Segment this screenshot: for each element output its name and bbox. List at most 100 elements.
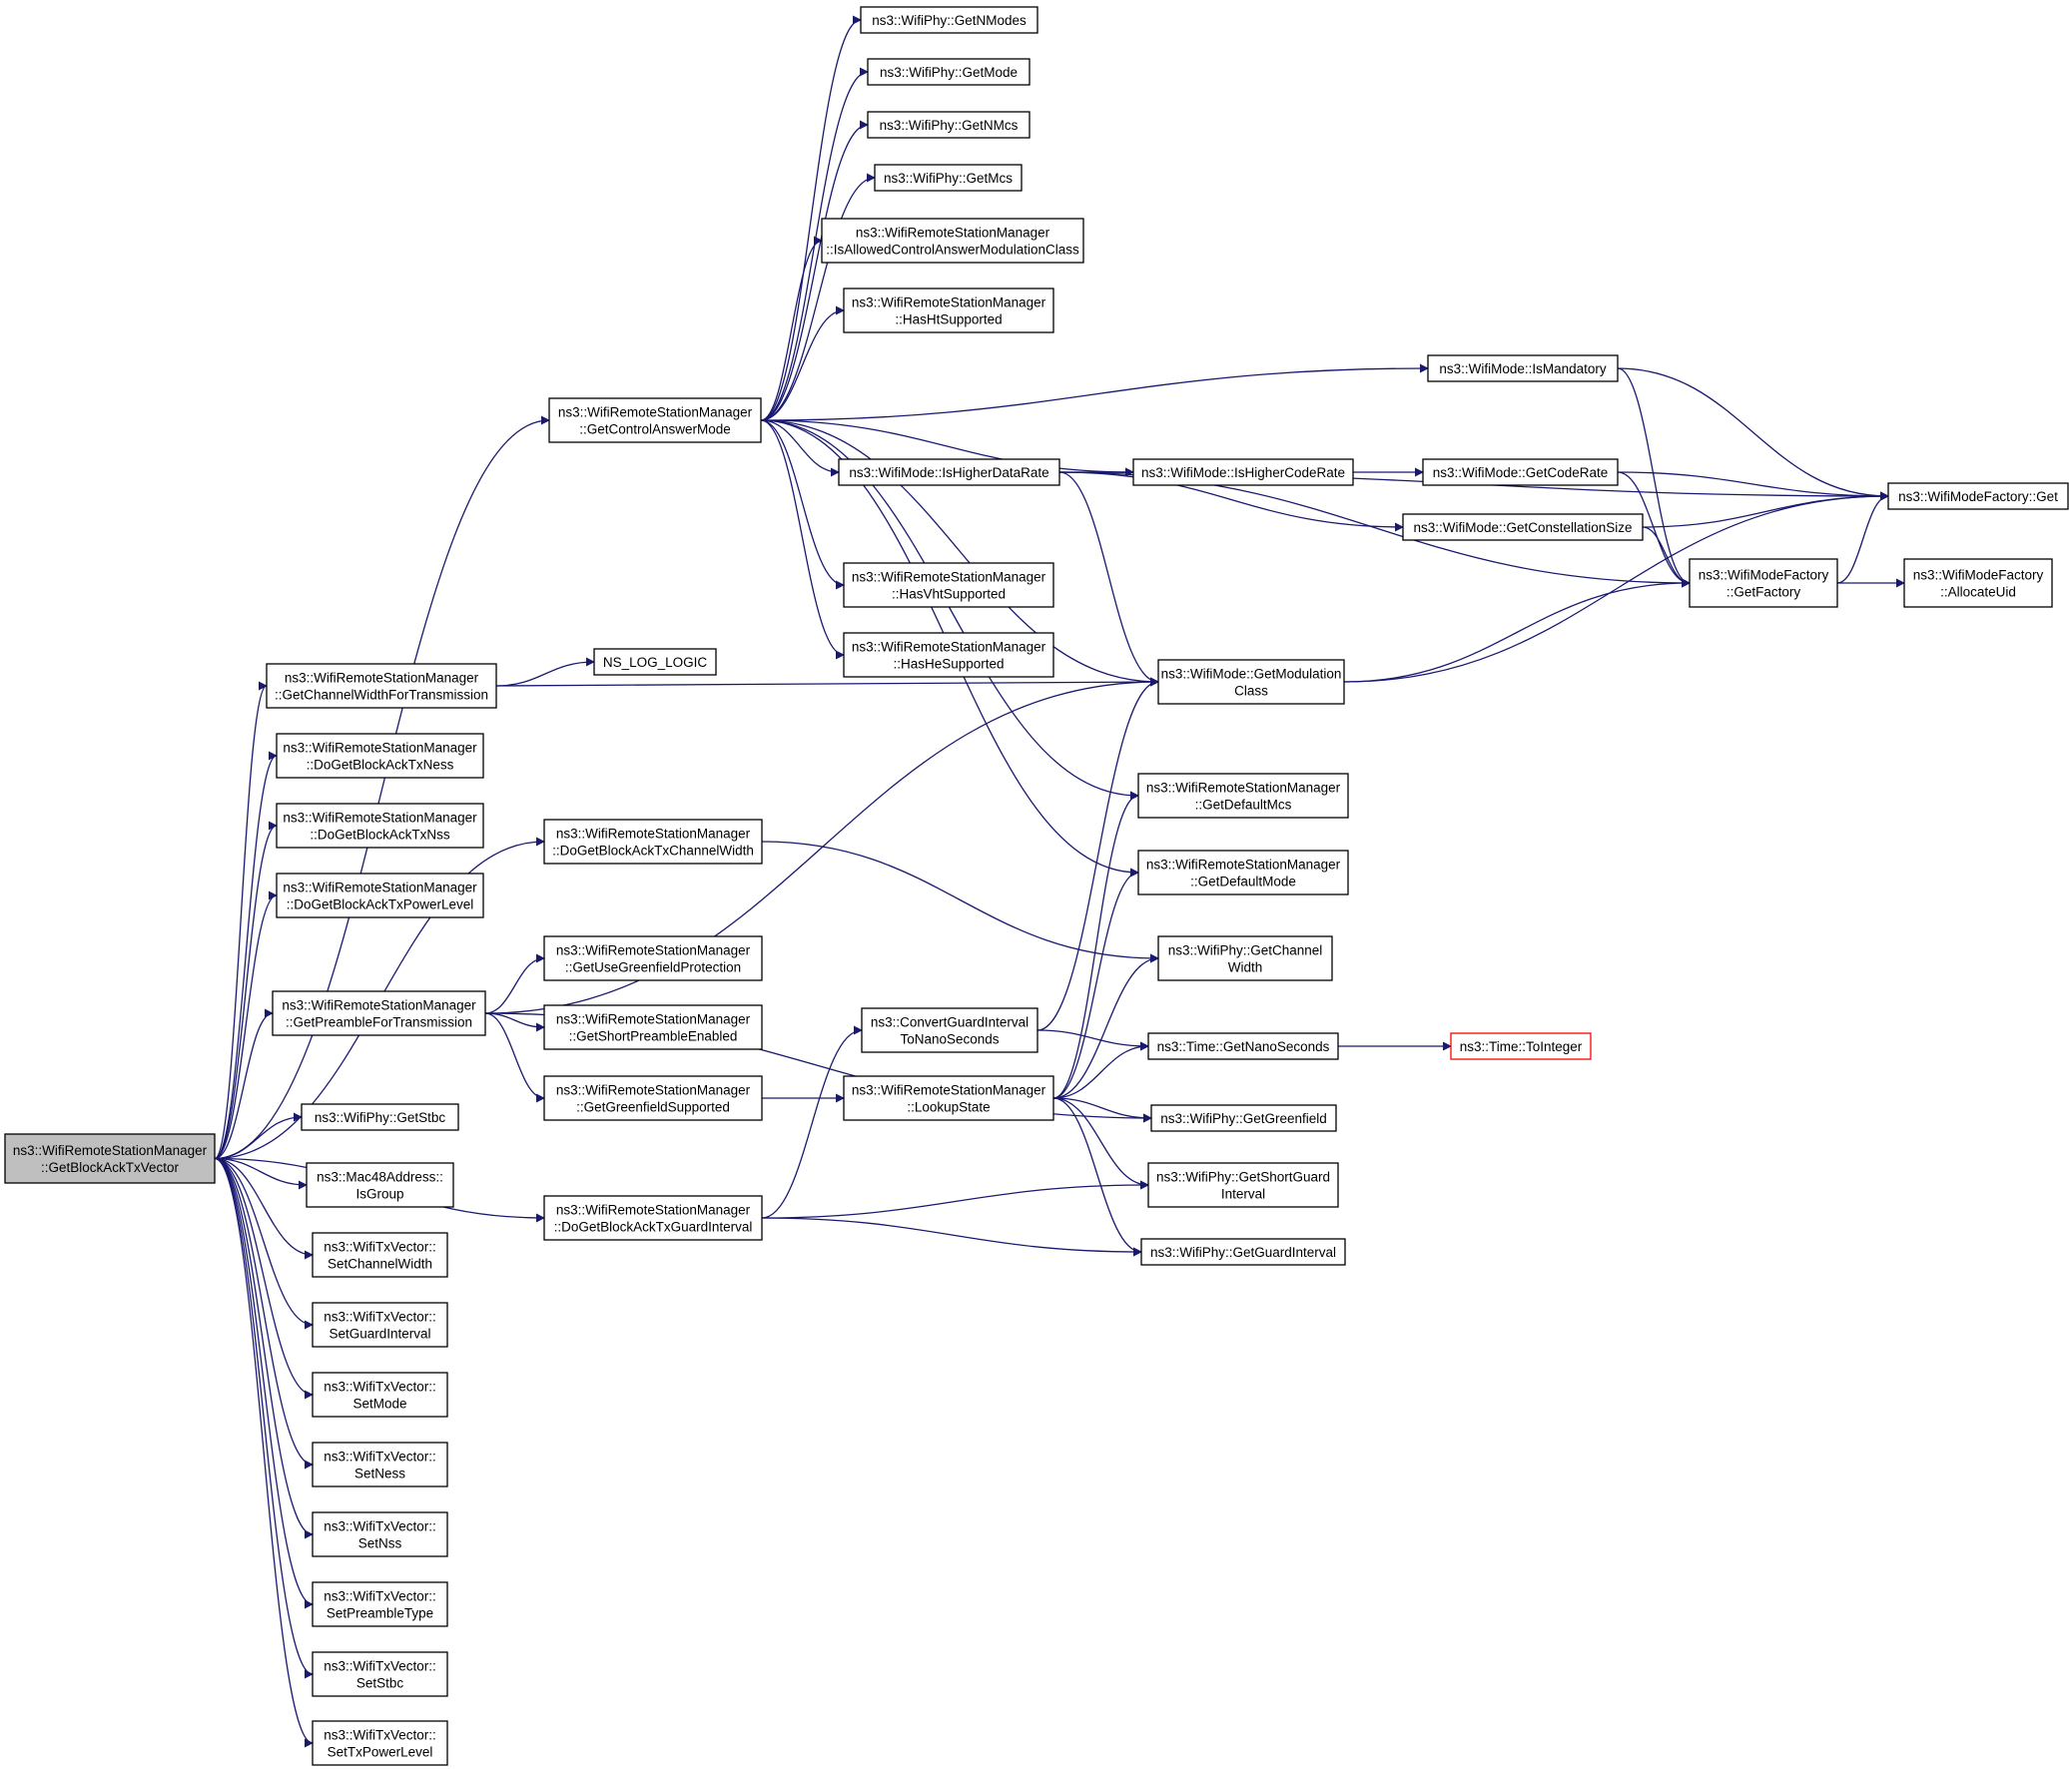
node-hasvht[interactable]: ns3::WifiRemoteStationManager::HasVhtSup…	[843, 562, 1054, 608]
edge-root-to-setnss	[214, 1157, 314, 1539]
node-getchwidth[interactable]: ns3::WifiRemoteStationManager::GetChanne…	[266, 663, 497, 709]
node-label-line: ::GetFactory	[1727, 585, 1801, 600]
node-getcoderate[interactable]: ns3::WifiMode::GetCodeRate	[1422, 458, 1619, 486]
node-setpower[interactable]: ns3::WifiTxVector::SetTxPowerLevel	[312, 1720, 448, 1766]
node-label-line: ::AllocateUid	[1940, 585, 2016, 600]
node-getmode[interactable]: ns3::WifiPhy::GetMode	[867, 58, 1031, 86]
node-isallowed[interactable]: ns3::WifiRemoteStationManager::IsAllowed…	[821, 218, 1084, 264]
node-hasht[interactable]: ns3::WifiRemoteStationManager::HasHtSupp…	[843, 288, 1054, 333]
node-setmode[interactable]: ns3::WifiTxVector::SetMode	[312, 1372, 448, 1418]
node-getmcs[interactable]: ns3::WifiPhy::GetMcs	[874, 164, 1023, 192]
node-box	[301, 1103, 459, 1131]
node-label-line: ns3::WifiTxVector::	[324, 1450, 436, 1465]
node-label-line: ::DoGetBlockAckTxChannelWidth	[552, 844, 754, 859]
node-label-line: ns3::WifiRemoteStationManager	[852, 640, 1046, 655]
node-label-line: ns3::WifiRemoteStationManager	[556, 1203, 751, 1218]
edge-getcontrol-to-getnmodes	[760, 15, 862, 421]
edge-ishigherdata-to-getmodclass	[1058, 471, 1159, 687]
node-getnmcs[interactable]: ns3::WifiPhy::GetNMcs	[867, 111, 1031, 139]
edge-getcontrol-to-ishigherdata	[760, 419, 840, 477]
node-setness[interactable]: ns3::WifiTxVector::SetNess	[312, 1442, 448, 1487]
node-label-line: Class	[1234, 684, 1268, 699]
node-label-line: NS_LOG_LOGIC	[603, 655, 708, 670]
node-getnmodes[interactable]: ns3::WifiPhy::GetNModes	[860, 6, 1038, 34]
nodes-layer: ns3::WifiRemoteStationManager::GetBlockA…	[4, 6, 2069, 1766]
node-dopower[interactable]: ns3::WifiRemoteStationManager::DoGetBloc…	[276, 873, 484, 918]
edge-getcontrol-to-getnmcs	[760, 120, 869, 421]
node-getconst[interactable]: ns3::WifiMode::GetConstellationSize	[1402, 513, 1644, 541]
node-label-line: ns3::WifiRemoteStationManager	[285, 671, 479, 686]
node-phychwidth[interactable]: ns3::WifiPhy::GetChannelWidth	[1157, 935, 1333, 981]
node-usegreen[interactable]: ns3::WifiRemoteStationManager::GetUseGre…	[543, 935, 763, 981]
edge-root-to-donss	[214, 821, 278, 1160]
node-phygi[interactable]: ns3::WifiPhy::GetGuardInterval	[1140, 1238, 1346, 1266]
node-box	[1450, 1032, 1592, 1060]
edge-lookup-to-physgreen	[1052, 1097, 1152, 1123]
node-setchw[interactable]: ns3::WifiTxVector::SetChannelWidth	[312, 1232, 448, 1278]
node-box	[312, 1372, 448, 1418]
node-nslog[interactable]: NS_LOG_LOGIC	[593, 648, 717, 676]
node-ishigherdata[interactable]: ns3::WifiMode::IsHigherDataRate	[838, 458, 1060, 486]
node-donss[interactable]: ns3::WifiRemoteStationManager::DoGetBloc…	[276, 803, 484, 849]
node-ismandatory[interactable]: ns3::WifiMode::IsMandatory	[1427, 354, 1619, 382]
node-setgi[interactable]: ns3::WifiTxVector::SetGuardInterval	[312, 1302, 448, 1348]
edge-doguard-to-phygi	[761, 1217, 1142, 1257]
edge-getchwidth-to-nslog	[495, 657, 595, 687]
node-setnss[interactable]: ns3::WifiTxVector::SetNss	[312, 1511, 448, 1557]
node-label-line: ns3::WifiPhy::GetStbc	[315, 1110, 446, 1125]
node-box	[1887, 482, 2069, 510]
node-doguard[interactable]: ns3::WifiRemoteStationManager::DoGetBloc…	[543, 1195, 763, 1241]
node-dochwidth[interactable]: ns3::WifiRemoteStationManager::DoGetBloc…	[543, 819, 763, 865]
edge-getconst-to-factoryget	[1642, 491, 1889, 528]
node-lookup[interactable]: ns3::WifiRemoteStationManager::LookupSta…	[843, 1075, 1054, 1121]
node-getdefmcs[interactable]: ns3::WifiRemoteStationManager::GetDefaul…	[1137, 773, 1349, 819]
node-toint[interactable]: ns3::Time::ToInteger	[1450, 1032, 1592, 1060]
node-box	[276, 873, 484, 918]
edge-getcontrol-to-getdefmcs	[760, 419, 1139, 801]
node-getpreamble[interactable]: ns3::WifiRemoteStationManager::GetPreamb…	[272, 990, 486, 1036]
node-box	[543, 935, 763, 981]
node-hashe[interactable]: ns3::WifiRemoteStationManager::HasHeSupp…	[843, 632, 1054, 678]
node-box	[1137, 773, 1349, 819]
node-getfactory[interactable]: ns3::WifiModeFactory::GetFactory	[1689, 558, 1838, 608]
node-factoryget[interactable]: ns3::WifiModeFactory::Get	[1887, 482, 2069, 510]
node-physgreen[interactable]: ns3::WifiPhy::GetGreenfield	[1150, 1104, 1337, 1132]
edge-root-to-getstbc	[214, 1112, 303, 1160]
node-allocuid[interactable]: ns3::WifiModeFactory::AllocateUid	[1903, 558, 2053, 608]
node-label-line: ns3::WifiModeFactory	[1913, 568, 2044, 583]
node-label-line: ns3::WifiRemoteStationManager	[556, 1012, 751, 1027]
node-box	[272, 990, 486, 1036]
node-getcontrol[interactable]: ns3::WifiRemoteStationManager::GetContro…	[548, 397, 762, 443]
node-ishighercode[interactable]: ns3::WifiMode::IsHigherCodeRate	[1132, 458, 1354, 486]
node-label-line: ::GetGreenfieldSupported	[576, 1100, 730, 1115]
node-box	[1422, 458, 1619, 486]
node-box	[1157, 659, 1345, 705]
node-box	[867, 111, 1031, 139]
node-label-line: ns3::WifiRemoteStationManager	[283, 741, 477, 756]
node-box	[867, 58, 1031, 86]
node-label-line: ns3::WifiRemoteStationManager	[556, 943, 751, 958]
edge-root-to-setmode	[214, 1157, 314, 1400]
node-root[interactable]: ns3::WifiRemoteStationManager::GetBlockA…	[4, 1133, 216, 1184]
edge-lookup-to-shortgi	[1052, 1097, 1149, 1190]
edge-getfactory-to-factoryget	[1836, 491, 1889, 584]
node-setpre[interactable]: ns3::WifiTxVector::SetPreambleType	[312, 1581, 448, 1627]
node-getstbc[interactable]: ns3::WifiPhy::GetStbc	[301, 1103, 459, 1131]
node-box	[1402, 513, 1644, 541]
node-getdefmode[interactable]: ns3::WifiRemoteStationManager::GetDefaul…	[1137, 850, 1349, 895]
edge-getcontrol-to-getmodclass	[760, 419, 1159, 687]
node-setstbc[interactable]: ns3::WifiTxVector::SetStbc	[312, 1651, 448, 1697]
node-doness[interactable]: ns3::WifiRemoteStationManager::DoGetBloc…	[276, 733, 484, 779]
node-label-line: Interval	[1221, 1187, 1265, 1202]
node-shortpre[interactable]: ns3::WifiRemoteStationManager::GetShortP…	[543, 1004, 763, 1050]
edge-root-to-setchw	[214, 1157, 314, 1260]
node-box	[548, 397, 762, 443]
node-label-line: ns3::WifiTxVector::	[324, 1310, 436, 1325]
edge-ismandatory-to-getfactory	[1617, 367, 1691, 588]
node-greensupp[interactable]: ns3::WifiRemoteStationManager::GetGreenf…	[543, 1075, 763, 1121]
node-isgroup[interactable]: ns3::Mac48Address::IsGroup	[306, 1162, 454, 1208]
node-getnano[interactable]: ns3::Time::GetNanoSeconds	[1147, 1032, 1339, 1060]
